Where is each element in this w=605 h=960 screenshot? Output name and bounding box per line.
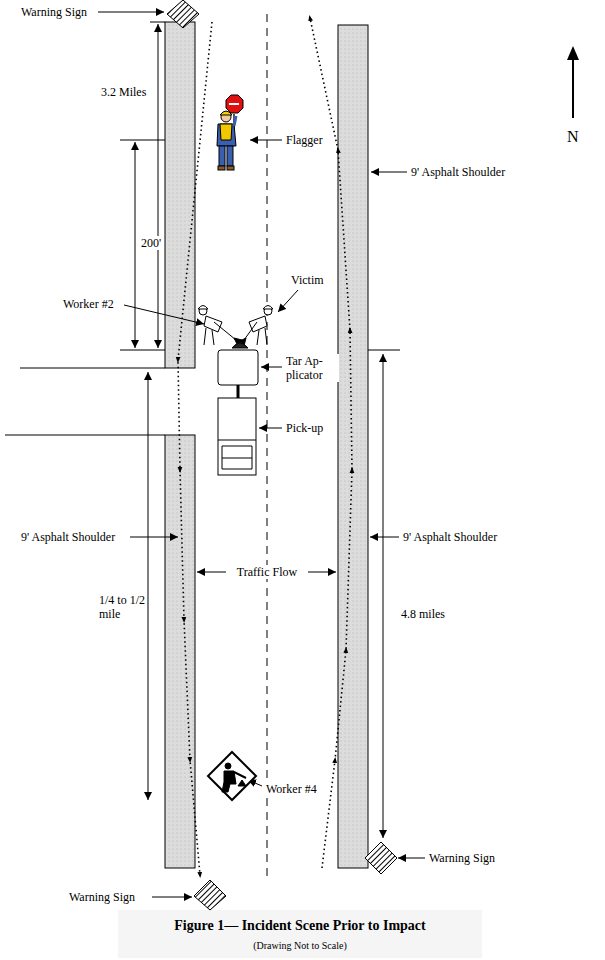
leader-line-part [259, 428, 282, 429]
asphalt-shoulder-part [338, 25, 368, 868]
worker-sign [208, 752, 256, 800]
flagger-figure-part [219, 146, 225, 166]
warning-sign-part [194, 880, 226, 910]
worker-figure-part [212, 330, 214, 345]
dimension-line-part [150, 22, 165, 23]
leader-line-part [124, 305, 204, 324]
worker-figure-part [265, 328, 267, 345]
leader-line-part [130, 537, 178, 538]
north-arrow-part [572, 56, 574, 118]
flagger-figure-part [217, 124, 236, 146]
callout-label: Pick-up [285, 421, 324, 435]
worker-figure-part [263, 306, 273, 310]
leader-line-part [250, 140, 282, 141]
worker-figure-part [204, 316, 222, 332]
worker-sign-part [225, 763, 231, 769]
worker-figure-part [214, 322, 236, 340]
dimension-line-part [148, 372, 149, 800]
tar-applicator [218, 350, 258, 398]
caption-ground [118, 910, 482, 958]
north-arrow [567, 46, 579, 118]
pickup-truck-part [218, 440, 256, 441]
tar-applicator-part [218, 350, 258, 385]
flagger-figure-part [234, 116, 236, 126]
leader-line [98, 12, 425, 897]
flagger-figure-part [226, 95, 243, 113]
sign-label: Warning Sign [20, 5, 88, 19]
dimension-label: 1/4 to 1/2 mile [98, 593, 146, 621]
flagger-figure-part [221, 112, 231, 122]
pickup-truck-part [222, 458, 252, 459]
north-arrow-part [567, 46, 579, 60]
callout-label: Tar Ap- plicator [285, 354, 339, 382]
figure-caption: Figure 1— Incident Scene Prior to Impact [174, 918, 425, 934]
worker-sign-part [222, 771, 236, 792]
caption-note: (Drawing Not to Scale) [252, 940, 348, 952]
callout-label: 9' Asphalt Shoulder [410, 165, 506, 179]
sign-label: Warning Sign [428, 851, 496, 865]
tar-applicator-part [237, 385, 240, 398]
flagger-figure-part [220, 124, 232, 140]
dimension-line [120, 22, 383, 838]
warning-sign-part [365, 842, 397, 874]
callout-label: Flagger [285, 133, 324, 147]
dimension-label: 4.8 miles [400, 607, 446, 621]
flagger-figure-part [229, 103, 239, 105]
dimension-line-part [120, 140, 165, 141]
worker-figure-part [204, 328, 206, 345]
leader-line-part [98, 12, 164, 13]
pickup-truck-part [222, 446, 223, 469]
callout-label: 9' Asphalt Shoulder [402, 530, 498, 544]
dimension-label: 200' [140, 236, 162, 250]
flagger-figure-part [220, 111, 232, 115]
leader-line-part [370, 537, 399, 538]
leader-line-part [398, 858, 425, 859]
flow-label: Traffic Flow [236, 565, 298, 579]
traffic-path-part [178, 22, 212, 875]
worker-sign-part [234, 772, 246, 778]
tar-pile [232, 343, 248, 348]
sign-label: Warning Sign [68, 890, 136, 904]
asphalt-shoulder-part [165, 435, 195, 868]
callout-label: Victim [290, 273, 325, 287]
flagger-figure-part [227, 166, 234, 170]
warning-sign [167, 0, 397, 910]
callout-label: Worker #2 [62, 297, 115, 311]
worker-figure [198, 306, 273, 347]
leader-line-part [278, 290, 298, 312]
pickup-truck [218, 398, 256, 475]
north-label: N [566, 128, 580, 146]
traffic-path [178, 18, 352, 875]
dimension-line-part [158, 24, 159, 348]
center-line [267, 14, 268, 878]
dimension-line-part [135, 142, 136, 348]
worker-figure-part [244, 322, 257, 340]
leader-line-part [261, 367, 282, 368]
cross-road-part [20, 368, 165, 369]
warning-sign-part [167, 0, 199, 28]
cross-road-part [368, 350, 400, 351]
flagger-figure-part [218, 166, 225, 170]
pickup-truck-part [252, 446, 253, 469]
worker-sign-part [238, 780, 246, 786]
leader-line-part [152, 897, 192, 898]
worker-figure-part [198, 306, 208, 310]
worker-figure-part [257, 330, 259, 345]
dimension-line-part [197, 572, 226, 573]
dimension-line-part [383, 354, 384, 838]
worker-sign-part [208, 752, 256, 800]
pickup-truck-part [222, 469, 252, 470]
callout-label: 9' Asphalt Shoulder [20, 530, 116, 544]
flagger-figure-part [227, 146, 233, 166]
leader-line-part [371, 172, 407, 173]
flagger-figure [217, 95, 243, 170]
callout-label: Worker #4 [265, 782, 318, 796]
dimension-line-part [120, 350, 165, 351]
pickup-truck-part [222, 446, 252, 447]
cross-road-part [5, 435, 165, 436]
dimension-line-part [308, 572, 336, 573]
dimension-label: 3.2 Miles [100, 85, 147, 99]
pickup-truck-part [218, 398, 256, 475]
